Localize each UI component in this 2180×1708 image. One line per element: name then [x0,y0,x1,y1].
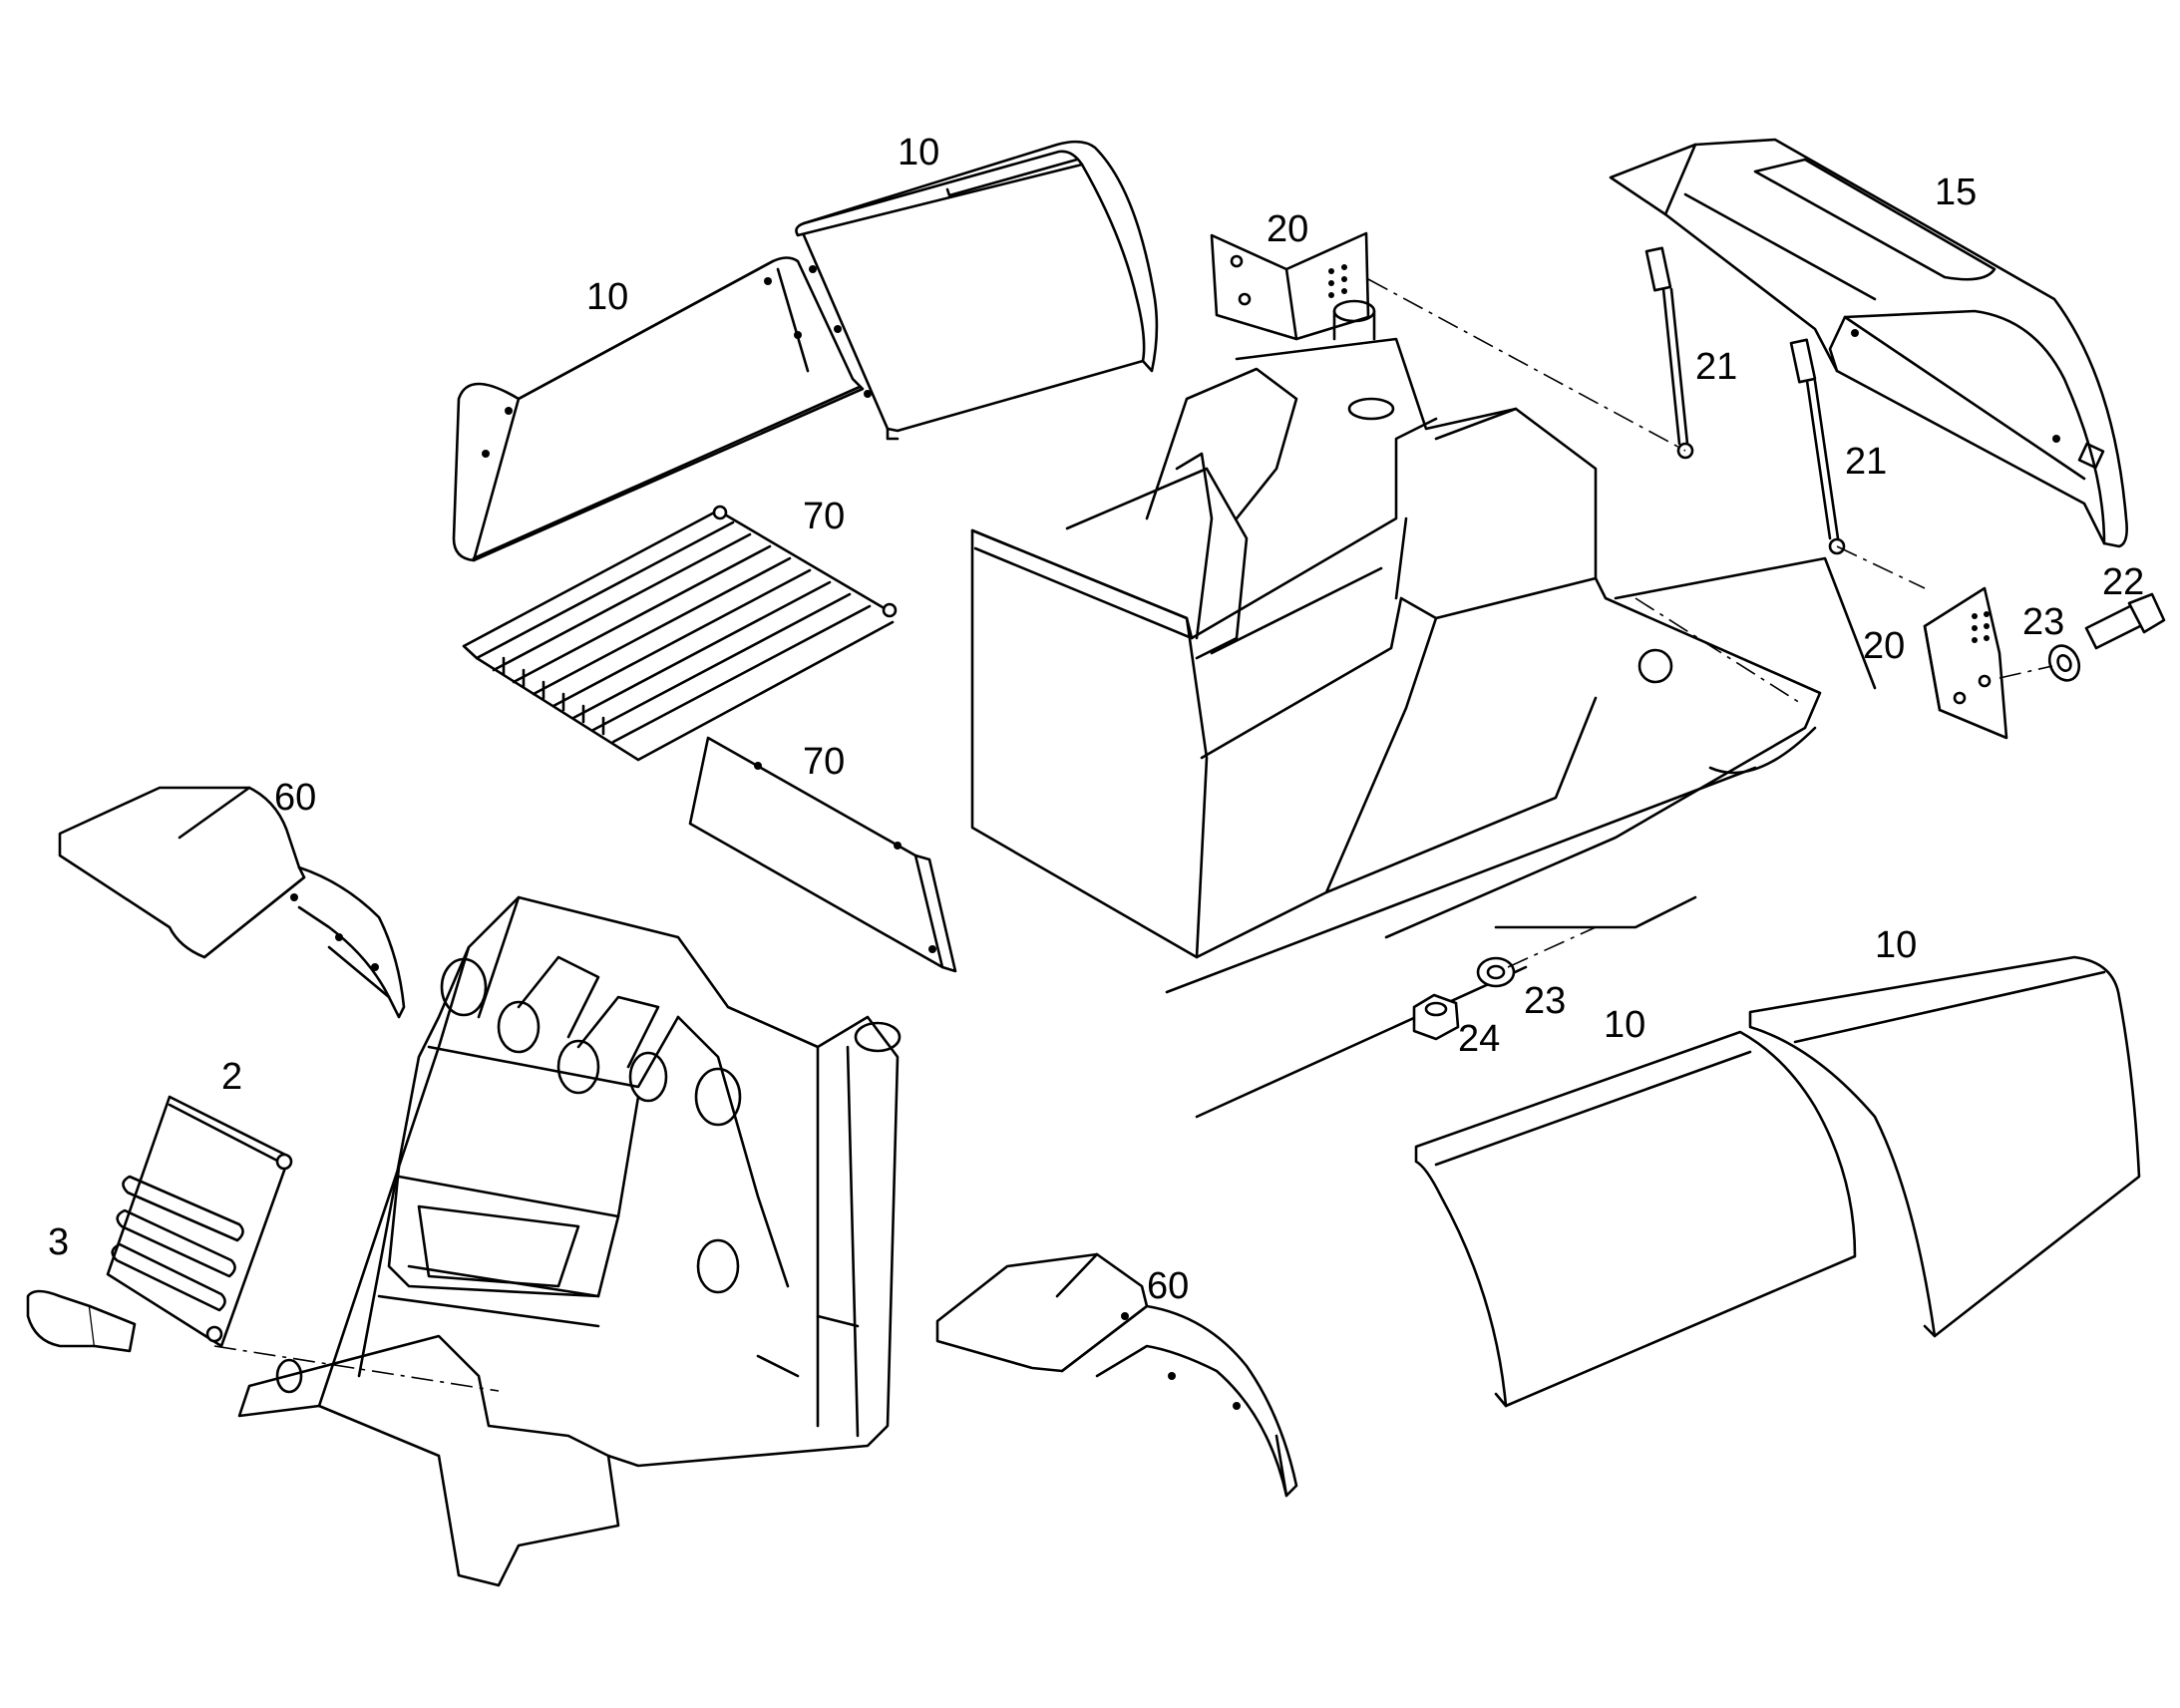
part-10-right-side-panel-left [1414,1030,1857,1408]
callout-10-lower-center: 10 [1604,1004,1645,1046]
callout-24: 24 [1458,1018,1500,1060]
callout-23-right: 23 [2022,601,2064,643]
assembly-leader-lines [213,278,2053,1392]
callout-70-plate: 70 [803,741,845,783]
callout-60-left: 60 [274,777,316,819]
part-23-washer-center [1476,956,1516,988]
callout-23-center: 23 [1524,980,1566,1022]
part-front-frame [237,895,902,1587]
part-20-right-bracket [1923,586,2008,740]
callout-10-lower-right: 10 [1875,924,1917,966]
callout-10-upper-center: 10 [898,132,939,173]
part-24-nut [1412,993,1460,1041]
part-60-right-fender [935,1252,1298,1498]
part-20-upper-bracket [1210,231,1370,341]
part-21-gas-spring-left [1644,246,1694,460]
part-21-gas-spring-right [1789,338,1846,555]
callout-3: 3 [48,1221,69,1263]
part-60-left-fender [58,786,406,1019]
part-10-left-side-cover [452,256,865,562]
part-2-cover-plate [106,1095,293,1348]
callout-15: 15 [1935,171,1977,213]
part-3-bolt [26,1289,137,1353]
part-10-right-side-panel-right [1748,955,2141,1338]
callout-21-left: 21 [1695,346,1737,388]
callout-labels: 10 10 20 15 21 21 70 22 23 20 70 60 10 2… [48,132,2144,1307]
callout-22: 22 [2102,561,2144,603]
part-23-washer-right [2047,644,2081,682]
part-15-hood [1609,138,2128,548]
part-70-radiator-grille [462,505,898,762]
part-10-rear-curved-cover [795,140,1159,441]
callout-2: 2 [221,1056,242,1098]
part-22-bolt [2084,592,2166,650]
callout-70-grille: 70 [803,496,845,537]
part-70-lower-plate [688,736,957,973]
callout-20-upper: 20 [1267,208,1308,250]
callout-60-right: 60 [1147,1265,1189,1307]
part-main-chassis [970,299,1877,1119]
callout-10-upper-left: 10 [586,276,628,318]
callout-21-right: 21 [1845,441,1887,483]
callout-20-right: 20 [1863,625,1905,667]
